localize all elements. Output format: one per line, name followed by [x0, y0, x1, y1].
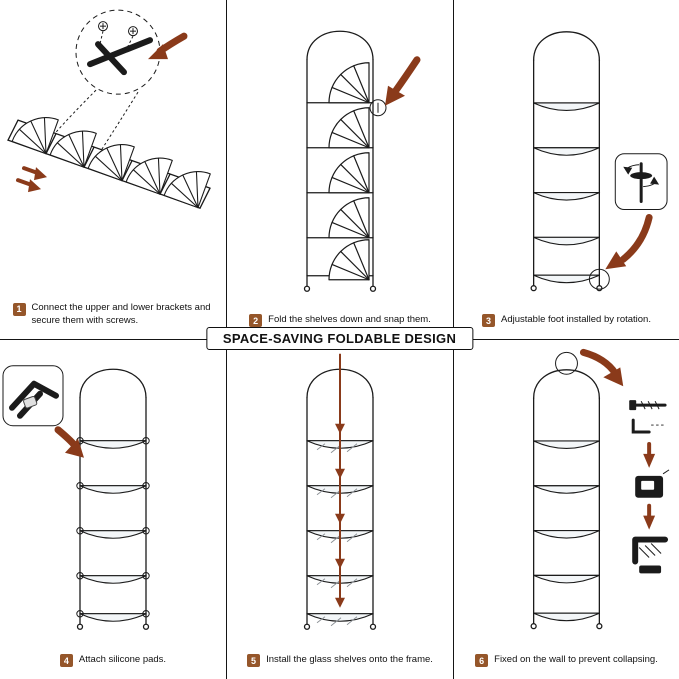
- step-panel-6: 6 Fixed on the wall to prevent collapsin…: [453, 339, 679, 679]
- step-number-badge: 1: [12, 302, 26, 316]
- fold-arrow-icon: [385, 56, 421, 106]
- down-arrow-icon-2: [643, 503, 656, 530]
- step-3-illustration: [530, 31, 668, 292]
- rack-frame: [530, 369, 603, 630]
- step-caption-row: 6 Fixed on the wall to prevent collapsin…: [454, 652, 679, 679]
- rack-rungs: [532, 440, 601, 614]
- foot-highlight-circle: [588, 268, 610, 290]
- mounted-bracket-icon: [632, 536, 669, 574]
- step-caption-row: 2 Fold the shelves down and snap them.: [227, 312, 453, 340]
- step-caption-row: 3 Adjustable foot installed by rotation.: [454, 312, 679, 340]
- folded-shelf-fans: [11, 106, 211, 209]
- bracket-zoom-circle: [55, 9, 161, 153]
- banner: SPACE-SAVING FOLDABLE DESIGN: [205, 327, 474, 350]
- step-caption-row: 5 Install the glass shelves onto the fra…: [227, 652, 453, 679]
- step-5-illustration: [303, 353, 377, 630]
- step-caption-text: Connect the upper and lower brackets and…: [31, 302, 211, 326]
- adjustable-foot-icon: [623, 162, 660, 204]
- silicone-pad-markers: [76, 437, 150, 618]
- top-highlight-circle: [555, 351, 578, 375]
- step-1-illustration: [7, 9, 211, 209]
- pad-arrow-icon: [54, 426, 84, 458]
- rack-frame: [530, 31, 603, 292]
- glass-shelves: [79, 440, 147, 622]
- snap-point-circle: [369, 99, 387, 117]
- folded-shelves: [328, 62, 370, 281]
- glass-shelves: [533, 102, 600, 284]
- step-number-badge: 2: [249, 314, 263, 327]
- step-caption-text: Install the glass shelves onto the frame…: [266, 653, 433, 665]
- step-4-illustration: [2, 365, 150, 630]
- banner-text: SPACE-SAVING FOLDABLE DESIGN: [222, 331, 457, 346]
- step-panel-1: 1 Connect the upper and lower brackets a…: [0, 0, 226, 339]
- step-number-badge: 5: [247, 654, 261, 667]
- step-caption-row: 1 Connect the upper and lower brackets a…: [0, 300, 226, 339]
- silicone-pad-icon: [23, 396, 38, 409]
- rack-rungs: [532, 102, 601, 276]
- step-panel-2: 2 Fold the shelves down and snap them.: [226, 0, 453, 339]
- rack-rungs: [79, 440, 147, 615]
- corner-bracket-icon: [635, 469, 670, 498]
- step-panel-3: 3 Adjustable foot installed by rotation.: [453, 0, 679, 339]
- step-caption-row: 4 Attach silicone pads.: [0, 652, 226, 679]
- step-6-illustration: [530, 348, 670, 630]
- step-caption-text: Attach silicone pads.: [78, 653, 167, 665]
- rack-frame: [76, 368, 150, 630]
- fold-direction-arrows-icon: [16, 166, 47, 193]
- step-panel-4: 4 Attach silicone pads.: [0, 339, 226, 679]
- insert-arrow-icon: [335, 353, 345, 608]
- step-caption-text: Adjustable foot installed by rotation.: [501, 313, 651, 325]
- wall-arrow-icon: [579, 348, 624, 387]
- wall-anchor-icon: [629, 400, 667, 434]
- bracket-arrow-icon: [148, 32, 188, 60]
- down-arrow-icon: [643, 441, 656, 468]
- glass-shelves: [533, 440, 600, 622]
- foot-arrow-icon: [605, 213, 653, 270]
- pad-inset: [2, 365, 64, 427]
- step-number-badge: 6: [475, 654, 489, 667]
- step-2-illustration: [303, 30, 421, 292]
- step-number-badge: 3: [482, 314, 495, 327]
- step-caption-text: Fixed on the wall to prevent collapsing.: [494, 653, 658, 665]
- step-panel-5: 5 Install the glass shelves onto the fra…: [226, 339, 453, 679]
- step-number-badge: 4: [59, 654, 73, 667]
- foot-inset: [614, 153, 668, 211]
- screws-icon: [98, 21, 138, 51]
- step-caption-text: Fold the shelves down and snap them.: [268, 313, 431, 325]
